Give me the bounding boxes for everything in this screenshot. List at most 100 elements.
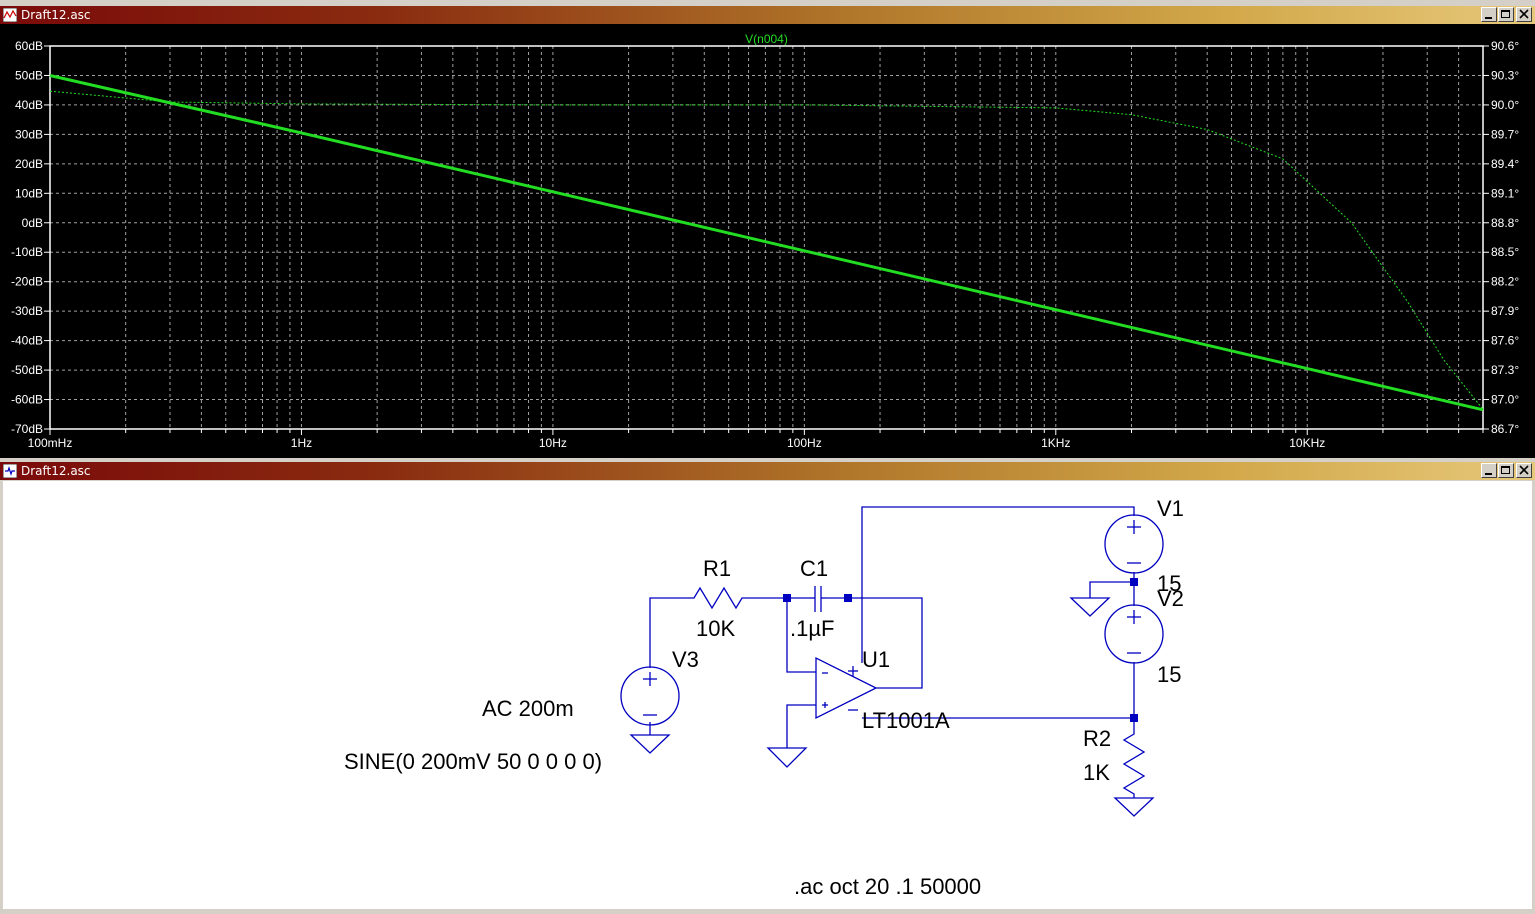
maximize-icon [1501, 10, 1510, 18]
close-icon [1519, 9, 1529, 19]
minimize-button[interactable] [1481, 7, 1497, 22]
plot-window-controls [1481, 7, 1533, 23]
v2-ref-label[interactable]: V2 [1157, 586, 1184, 611]
c1-ref-label[interactable]: C1 [800, 556, 828, 581]
plot-pane[interactable]: 60dB 90.6° 50dB 90.3° 40dB 90.0° 30dB 89.7° 20dB… [0, 24, 1535, 458]
plot-window: Draft12.asc 60dB 90.6° 50dB 90.3° 40dB 90.0° 3… [0, 6, 1535, 458]
bode-plot[interactable]: 60dB 90.6° 50dB 90.3° 40dB 90.0° 30dB 89.7° 20dB… [0, 24, 1535, 458]
wire[interactable] [1089, 581, 1134, 598]
y-tick-label-left: 0dB [22, 216, 43, 230]
ground-symbol[interactable] [766, 747, 808, 768]
junction-dot [1130, 714, 1138, 722]
resistor-r2[interactable] [1122, 728, 1146, 798]
r2-ref-label[interactable]: R2 [1083, 726, 1111, 751]
v3-ac-label[interactable]: AC 200m [482, 696, 574, 721]
v3-tran-label[interactable]: SINE(0 200mV 50 0 0 0 0) [344, 749, 602, 774]
y-tick-label-left: -60dB [11, 393, 43, 407]
v2-value-label[interactable]: 15 [1157, 662, 1181, 687]
ground-symbol[interactable] [629, 734, 671, 754]
close-button[interactable] [1516, 7, 1532, 22]
y-tick-label-left: 10dB [15, 186, 43, 200]
minimize-icon [1485, 473, 1492, 475]
spice-directive[interactable]: .ac oct 20 .1 50000 [794, 874, 981, 899]
y-tick-label-left: 20dB [15, 157, 43, 171]
r2-value-label[interactable]: 1K [1083, 760, 1110, 785]
v3-ref-label[interactable]: V3 [672, 647, 699, 672]
source-v2[interactable] [1104, 604, 1164, 664]
maximize-icon [1501, 466, 1510, 474]
schematic-canvas[interactable]: R1 10K C1 .1µF U1 LT1001A V3 AC 200m SIN… [3, 481, 1532, 909]
x-tick-label: 1KHz [1041, 436, 1070, 450]
schematic-window-title: Draft12.asc [21, 464, 91, 478]
ground-symbol[interactable] [1069, 597, 1111, 617]
y-tick-label-right: 90.3° [1491, 68, 1519, 82]
close-button[interactable] [1516, 463, 1532, 478]
schematic-drawing[interactable]: R1 10K C1 .1µF U1 LT1001A V3 AC 200m SIN… [3, 481, 1532, 909]
x-tick-label: 1Hz [291, 436, 312, 450]
y-tick-label-right: 90.0° [1491, 98, 1519, 112]
y-tick-label-right: 87.3° [1491, 363, 1519, 377]
x-tick-label: 100Hz [787, 436, 822, 450]
y-tick-label-left: 30dB [15, 127, 43, 141]
v1-ref-label[interactable]: V1 [1157, 496, 1184, 521]
x-tick-label: 10KHz [1289, 436, 1325, 450]
x-tick-label: 10Hz [539, 436, 567, 450]
junction-dot [844, 594, 852, 602]
y-tick-label-right: 86.7° [1491, 422, 1519, 436]
plot-window-title: Draft12.asc [21, 8, 91, 22]
y-tick-label-right: 88.5° [1491, 245, 1519, 259]
minimize-button[interactable] [1481, 463, 1497, 478]
wire[interactable] [649, 597, 688, 668]
schematic-icon [3, 464, 17, 478]
resistor-r1[interactable] [688, 586, 748, 610]
y-tick-label-left: 60dB [15, 39, 43, 53]
wire[interactable] [826, 597, 923, 689]
maximize-button[interactable] [1498, 7, 1514, 22]
opamp-u1[interactable] [815, 656, 878, 720]
y-tick-label-right: 88.8° [1491, 216, 1519, 230]
magnitude-trace [49, 74, 1484, 412]
r1-ref-label[interactable]: R1 [703, 556, 731, 581]
y-tick-label-right: 90.6° [1491, 39, 1519, 53]
y-tick-label-right: 89.7° [1491, 127, 1519, 141]
schematic-window: Draft12.asc [0, 462, 1535, 911]
wire[interactable] [861, 506, 1135, 663]
y-tick-label-right: 89.4° [1491, 157, 1519, 171]
schematic-window-titlebar[interactable]: Draft12.asc [0, 462, 1535, 480]
y-tick-label-left: -70dB [11, 422, 43, 436]
maximize-button[interactable] [1498, 463, 1514, 478]
y-tick-label-right: 87.9° [1491, 304, 1519, 318]
y-tick-label-right: 87.0° [1491, 393, 1519, 407]
y-tick-label-left: -10dB [11, 245, 43, 259]
y-tick-label-left: 40dB [15, 98, 43, 112]
y-tick-label-left: 50dB [15, 68, 43, 82]
ground-symbol[interactable] [1113, 797, 1155, 817]
y-tick-label-right: 87.6° [1491, 334, 1519, 348]
r1-value-label[interactable]: 10K [696, 616, 735, 641]
source-v1[interactable] [1104, 514, 1164, 574]
wire[interactable] [786, 704, 816, 748]
y-tick-label-right: 88.2° [1491, 275, 1519, 289]
trace-name-label: V(n004) [745, 32, 788, 46]
waveform-icon [3, 8, 17, 22]
y-tick-label-left: -50dB [11, 363, 43, 377]
u1-value-label[interactable]: LT1001A [862, 708, 950, 733]
y-tick-label-left: -40dB [11, 334, 43, 348]
minimize-icon [1485, 17, 1492, 19]
junction-dot [783, 594, 791, 602]
plot-frame [49, 45, 1484, 430]
y-tick-label-left: -30dB [11, 304, 43, 318]
y-tick-label-right: 89.1° [1491, 186, 1519, 200]
v1-value-label[interactable]: 15 [1157, 571, 1181, 596]
schematic-window-controls [1481, 463, 1533, 479]
source-v3[interactable] [620, 666, 680, 726]
x-tick-label: 100mHz [28, 436, 73, 450]
capacitor-c1[interactable] [810, 586, 826, 612]
c1-value-label[interactable]: .1µF [790, 616, 834, 641]
close-icon [1519, 465, 1529, 475]
wire[interactable] [786, 598, 816, 673]
y-tick-label-left: -20dB [11, 275, 43, 289]
u1-ref-label[interactable]: U1 [862, 647, 890, 672]
junction-dot [1130, 578, 1138, 586]
plot-window-titlebar[interactable]: Draft12.asc [0, 6, 1535, 24]
